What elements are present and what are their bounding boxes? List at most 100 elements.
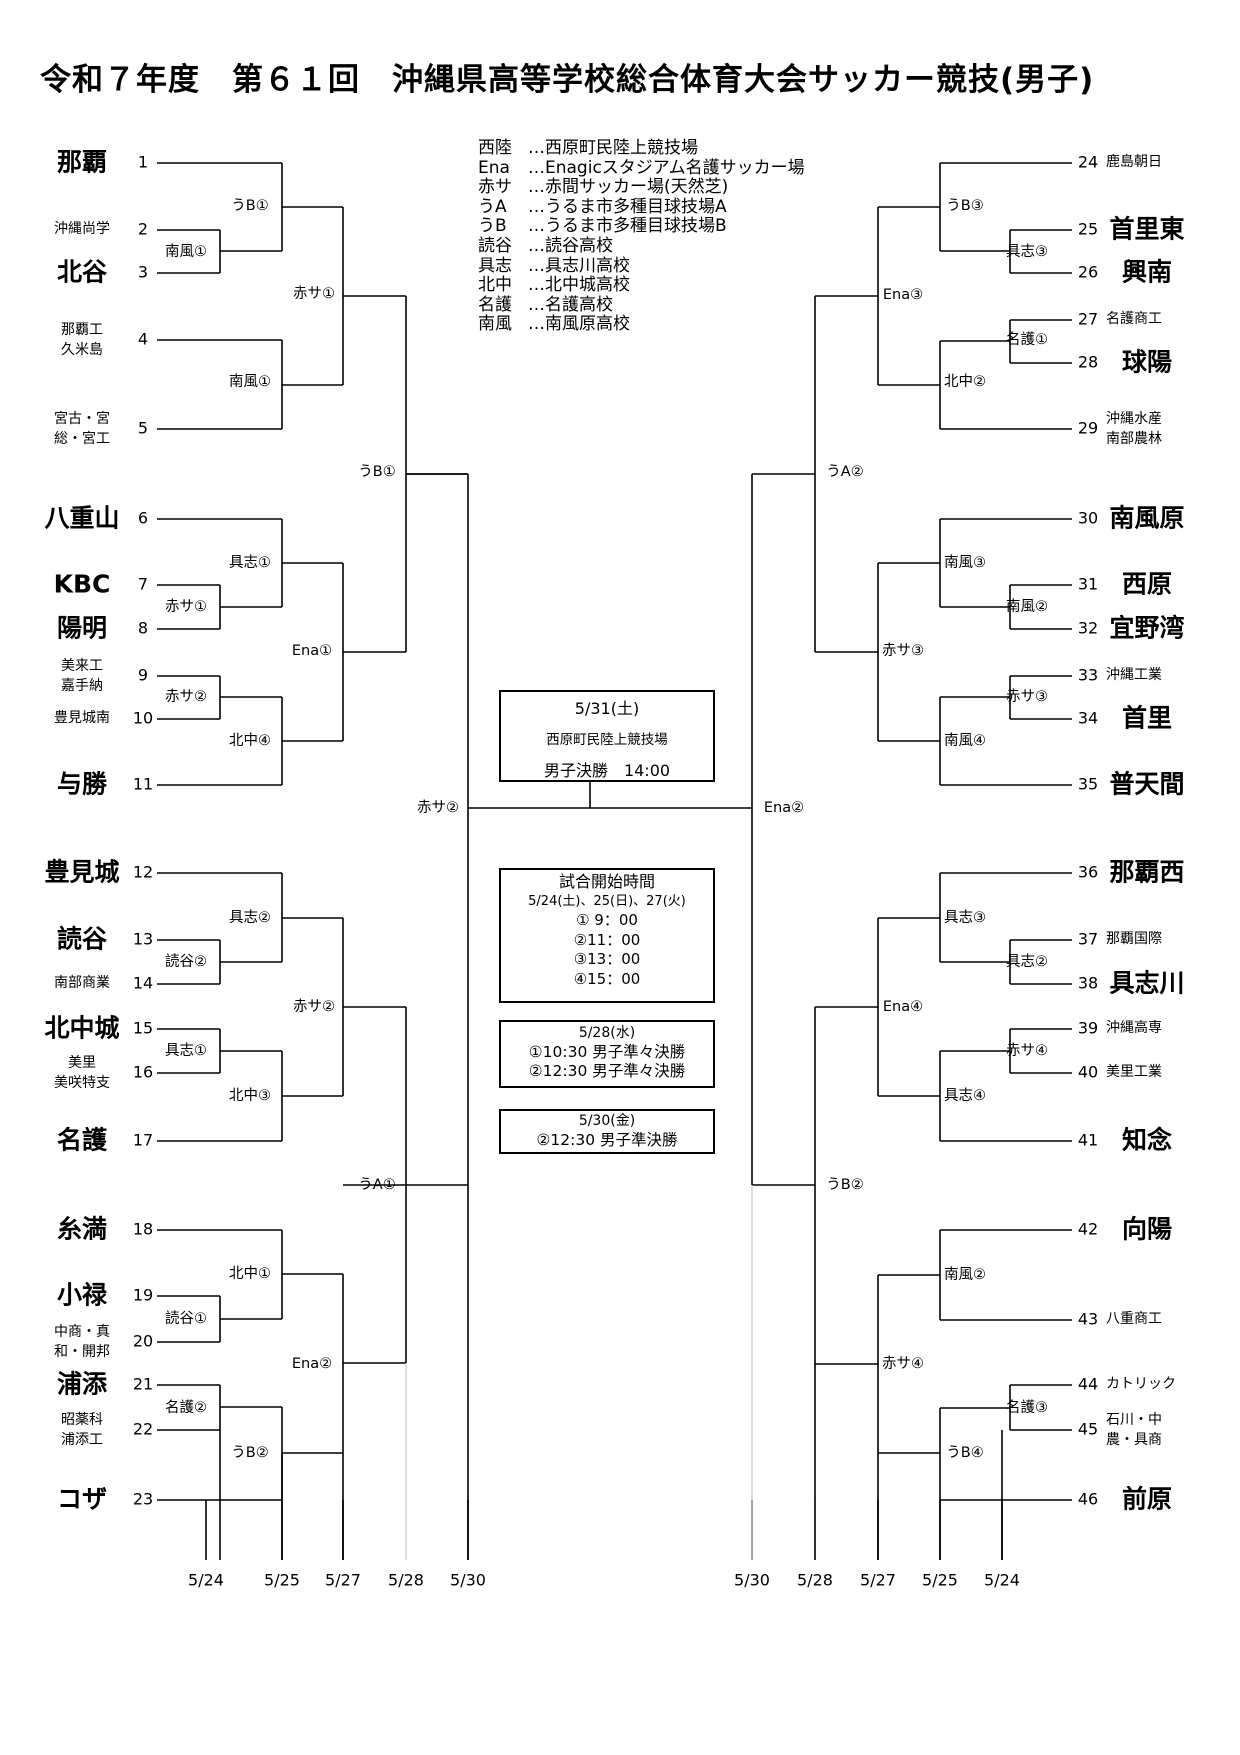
team-name: 前原 <box>1122 1485 1172 1514</box>
legend-abbr: うB <box>478 216 507 237</box>
match-venue: 南風③ <box>944 554 986 571</box>
legend-abbr: 西陸 <box>478 138 512 158</box>
legend-abbr: 具志 <box>478 255 512 276</box>
quarterfinal-date: 5/28(水) <box>578 1025 636 1041</box>
match-venue: 赤サ② <box>165 688 207 705</box>
team-name: 嘉手納 <box>61 678 103 694</box>
team-number: 43 <box>1078 1310 1098 1329</box>
match-venue: 南風④ <box>944 732 986 749</box>
semifinal-row: ②12:30 男子準決勝 <box>536 1131 678 1149</box>
team-number: 28 <box>1078 353 1098 372</box>
legend-abbr: 南風 <box>478 314 512 335</box>
start-time-slot: ① 9：00 <box>576 911 638 929</box>
final-match: 男子決勝 14:00 <box>543 761 671 780</box>
team-name: 中商・真 <box>54 1324 110 1340</box>
team-name: 南部商業 <box>54 975 110 991</box>
team-number: 36 <box>1078 863 1098 882</box>
final-venue: 西原町民陸上競技場 <box>546 732 668 748</box>
legend-desc: …名護高校 <box>528 294 613 315</box>
match-venue: うB① <box>231 198 268 214</box>
team-name: 昭薬科 <box>61 1412 103 1428</box>
match-venue: 具志③ <box>1006 243 1048 260</box>
team-number: 21 <box>133 1375 153 1394</box>
match-venue: 名護③ <box>1006 1399 1048 1416</box>
team-name: 久米島 <box>61 342 103 358</box>
team-name: 興南 <box>1122 258 1172 287</box>
team-name: 那覇西 <box>1109 858 1184 887</box>
match-venue: 具志① <box>165 1042 207 1059</box>
team-number: 3 <box>138 263 148 282</box>
team-number: 19 <box>133 1286 153 1305</box>
start-time-slot: ④15：00 <box>573 969 641 988</box>
round-date: 5/30 <box>450 1571 486 1590</box>
match-venue: 南風② <box>1006 598 1048 615</box>
match-venue: Ena② <box>292 1356 332 1372</box>
match-venue: Ena① <box>292 643 332 659</box>
match-venue: うA② <box>826 464 863 480</box>
legend-row: 西陸…西原町民陸上競技場 <box>478 138 805 159</box>
match-venue: 南風② <box>944 1266 986 1283</box>
team-name: 向陽 <box>1122 1215 1172 1244</box>
legend-row: 名護 …名護高校 <box>478 294 805 316</box>
team-number: 12 <box>133 863 153 882</box>
legend-desc: …うるま市多種目球技場B <box>528 216 727 237</box>
team-name: 北谷 <box>57 258 108 287</box>
match-venue: うB① <box>358 464 395 480</box>
team-name: 南部農林 <box>1106 431 1162 447</box>
match-venue: うB② <box>826 1177 863 1193</box>
team-name: 北中城 <box>44 1014 119 1043</box>
match-venue: 具志④ <box>944 1087 986 1104</box>
legend-row: 読谷…読谷高校 <box>478 236 805 257</box>
team-number: 16 <box>133 1063 153 1082</box>
final-date: 5/31(土) <box>574 699 640 718</box>
team-name: コザ <box>57 1485 107 1514</box>
team-number: 40 <box>1078 1063 1098 1082</box>
team-number: 9 <box>138 666 148 685</box>
match-venue: 赤サ③ <box>882 642 924 659</box>
team-number: 13 <box>133 930 153 949</box>
team-name: 豊見城南 <box>54 710 110 726</box>
team-number: 34 <box>1078 709 1098 728</box>
team-number: 15 <box>133 1019 153 1038</box>
quarterfinal-row: ②12:30 男子準々決勝 <box>528 1062 686 1080</box>
team-number: 23 <box>133 1490 153 1509</box>
match-venue: Ena② <box>764 800 804 816</box>
match-venue: 具志② <box>229 909 271 926</box>
team-name: 美来工 <box>61 658 103 674</box>
team-name: 沖縄高専 <box>1106 1019 1162 1036</box>
team-name: 読谷 <box>57 925 108 954</box>
legend-abbr: Ena <box>478 157 510 178</box>
team-name: 農・具商 <box>1106 1432 1162 1448</box>
legend-abbr: 名護 <box>478 294 512 315</box>
team-number: 39 <box>1078 1019 1098 1038</box>
team-name: 名護 <box>57 1126 108 1155</box>
match-venue: 具志① <box>229 554 271 571</box>
round-date: 5/27 <box>860 1571 896 1590</box>
team-number: 14 <box>133 974 153 993</box>
team-name: 和・開邦 <box>54 1344 110 1360</box>
team-number: 1 <box>138 153 148 172</box>
team-name: 豊見城 <box>44 858 119 887</box>
team-name: KBC <box>54 570 111 599</box>
match-venue: 赤サ④ <box>1006 1042 1048 1059</box>
legend-desc: …具志川高校 <box>528 255 630 276</box>
team-number: 44 <box>1078 1375 1098 1394</box>
legend-row: 赤サ…赤間サッカー場(天然芝) <box>478 178 805 198</box>
team-number: 7 <box>138 575 148 594</box>
match-venue: Ena④ <box>883 999 923 1015</box>
legend-desc: …うるま市多種目球技場A <box>528 196 727 217</box>
team-number: 46 <box>1078 1490 1098 1509</box>
team-name: 西原 <box>1122 570 1172 599</box>
round-date: 5/25 <box>922 1571 958 1590</box>
team-name: 小禄 <box>57 1281 108 1310</box>
team-name: 沖縄工業 <box>1106 667 1162 683</box>
team-name: 南風原 <box>1109 504 1184 533</box>
match-venue: 名護① <box>1006 331 1048 348</box>
legend-row: 南風…南風原高校 <box>478 315 805 335</box>
team-name: 糸満 <box>57 1215 107 1244</box>
team-number: 10 <box>133 709 153 728</box>
quarterfinal-box: 5/28(水) ①10:30 男子準々決勝 ②12:30 男子準々決勝 <box>499 1020 715 1088</box>
team-number: 5 <box>138 419 148 438</box>
team-number: 18 <box>133 1220 153 1239</box>
quarterfinal-row: ①10:30 男子準々決勝 <box>528 1043 686 1061</box>
